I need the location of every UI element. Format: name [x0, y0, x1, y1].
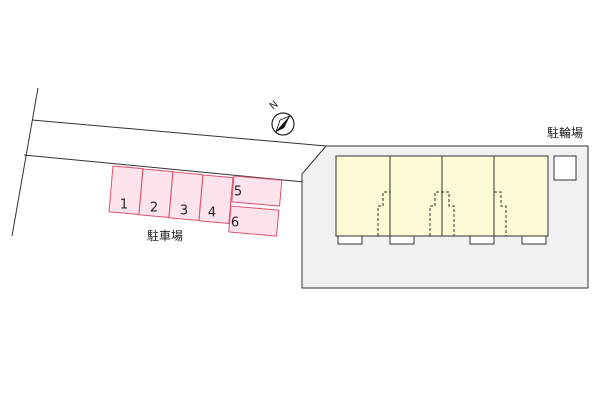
entrance-step-2	[389, 235, 415, 245]
bike-parking: 駐輪場	[547, 125, 583, 181]
road	[11, 87, 327, 237]
parking-slot-4	[198, 174, 234, 224]
parking-slot-number-4: 4	[208, 206, 216, 221]
entrance-step-3	[469, 235, 495, 245]
parking-lot: 1 2 3 4 5 6 駐車場	[108, 165, 283, 243]
parking-slot-5	[231, 175, 283, 207]
north-arrow-icon: N	[268, 99, 295, 136]
parking-slot-number-1: 1	[120, 198, 128, 213]
parking-slot-number-2: 2	[150, 201, 158, 216]
unit-4	[493, 155, 549, 237]
unit-3	[441, 155, 495, 237]
parking-slot-6	[228, 205, 280, 237]
north-label: N	[268, 99, 281, 112]
unit-2	[389, 155, 443, 237]
unit-1	[335, 155, 391, 237]
entrance-step-1	[337, 235, 363, 245]
entrance-step-4	[521, 235, 547, 245]
road-edge-top	[31, 119, 327, 147]
apartment-building	[335, 155, 549, 245]
entrance-outline-1	[377, 191, 390, 236]
bike-parking-label: 駐輪場	[547, 125, 583, 140]
road-edge-left	[11, 87, 39, 237]
parking-label: 駐車場	[147, 228, 183, 243]
road-edge-bottom	[23, 154, 305, 183]
parking-slot-number-6: 6	[231, 216, 239, 231]
bike-parking-box	[553, 155, 577, 181]
parking-slot-number-3: 3	[180, 204, 188, 219]
parking-slot-number-5: 5	[234, 185, 242, 200]
entrance-outline-3	[494, 191, 507, 236]
entrance-outline-2	[429, 191, 455, 236]
